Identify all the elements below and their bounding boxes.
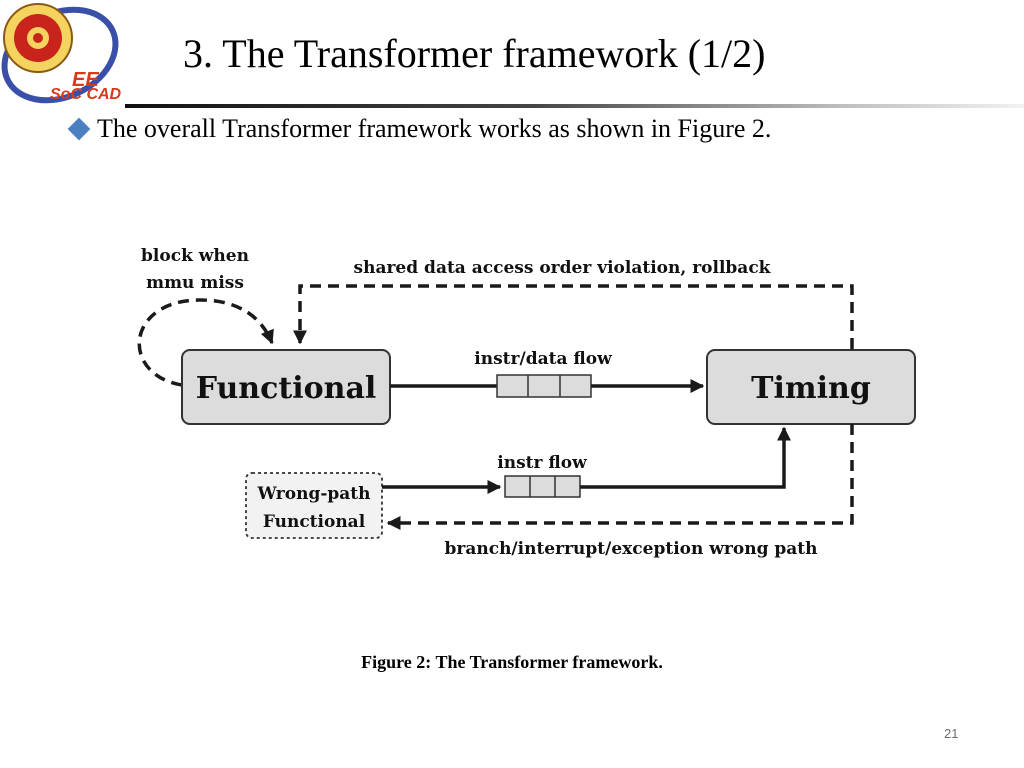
bullet-text: The overall Transformer framework works … [97, 114, 772, 143]
figure-caption: Figure 2: The Transformer framework. [361, 652, 663, 672]
instr-flow-arrow [580, 426, 791, 489]
instr-data-flow-label: instr/data flow [474, 349, 612, 369]
diamond-bullet-icon [67, 117, 91, 141]
wrong-path-label: Wrong-path [256, 484, 370, 504]
logo-ee-text: EE [72, 69, 99, 91]
mmu-miss-label: mmu miss [146, 273, 244, 293]
mmu-miss-loop-arrow [137, 298, 274, 387]
logo-soc-cad-text: SoC CAD [50, 86, 122, 103]
rollback-label: shared data access order violation, roll… [354, 258, 772, 278]
wrong-path-return-arrow [386, 424, 854, 530]
functional-label: Functional [196, 371, 377, 406]
instr-data-queue [496, 374, 592, 398]
rollback-arrow [293, 284, 854, 349]
timing-box [706, 349, 916, 425]
page-number: 21 [944, 726, 959, 741]
bullet-item: The overall Transformer framework works … [64, 116, 771, 142]
block-when-label: block when [141, 246, 249, 266]
timing-label: Timing [751, 371, 871, 406]
transformer-framework-diagram: block when mmu miss shared data access o… [137, 246, 916, 559]
instr-queue [504, 475, 581, 498]
slide-title: 3. The Transformer framework (1/2) [183, 31, 766, 76]
wrong-path-functional-label: Functional [263, 512, 366, 532]
title-divider [125, 104, 1024, 108]
wrong-path-return-label: branch/interrupt/exception wrong path [445, 539, 818, 559]
university-logo: EE SoC CAD [1, 3, 122, 104]
instr-flow-label: instr flow [497, 453, 587, 473]
wrong-path-functional-box [245, 472, 383, 539]
